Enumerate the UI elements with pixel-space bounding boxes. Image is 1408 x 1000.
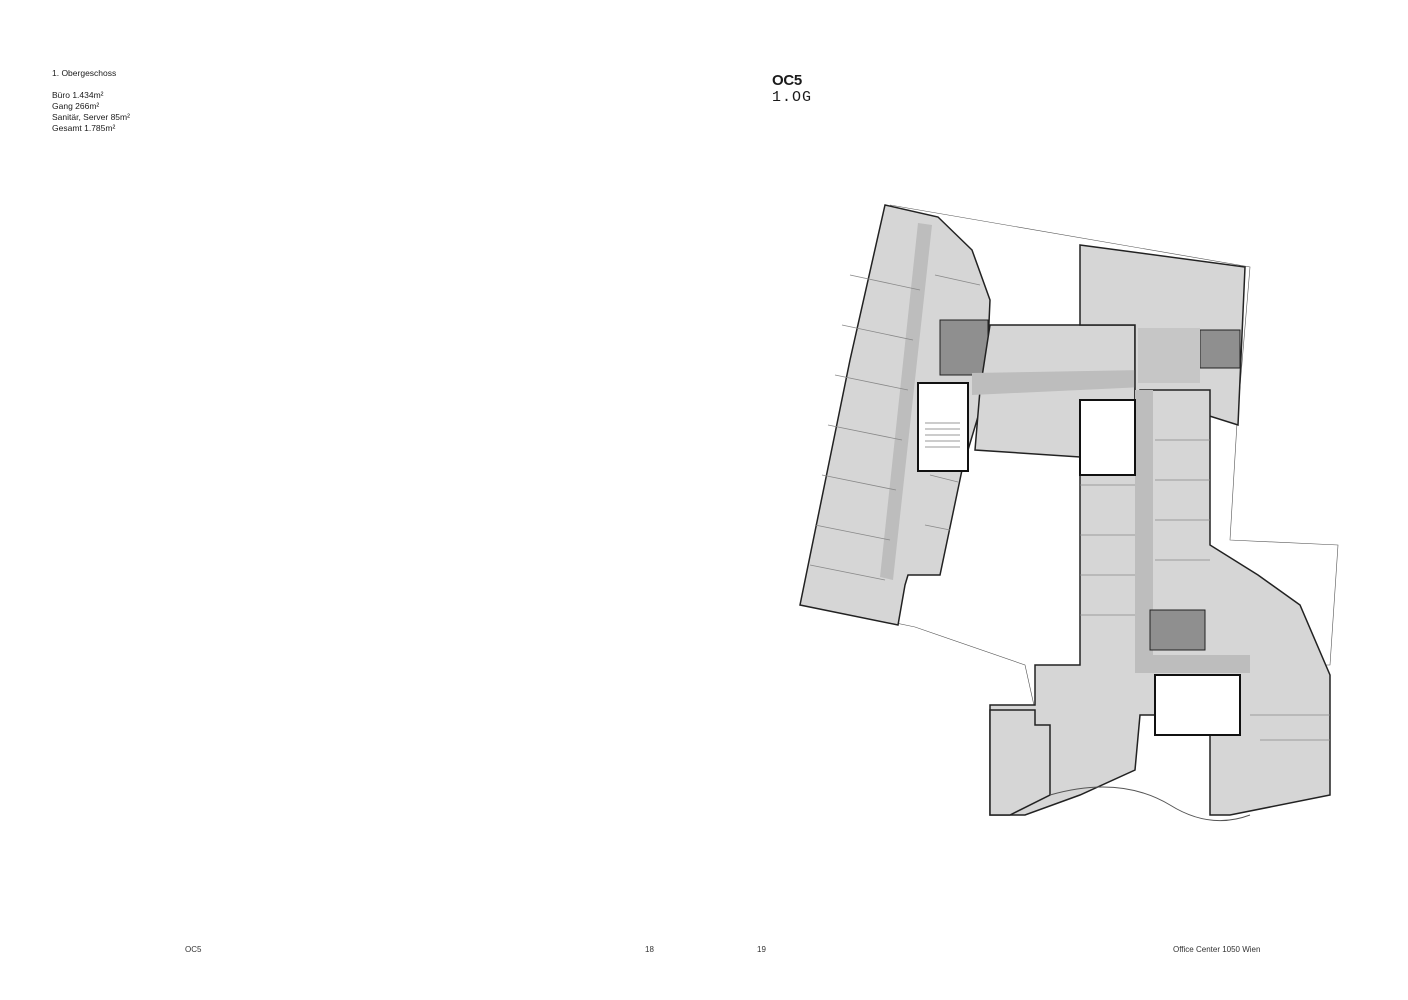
south-stair-core bbox=[1154, 674, 1241, 736]
floor-code: 1.OG bbox=[772, 89, 813, 106]
west-partitions bbox=[809, 274, 981, 581]
southwest-annex bbox=[989, 709, 1051, 816]
central-sanitary bbox=[1149, 609, 1206, 651]
plan-title: OC5 1.OG bbox=[772, 72, 812, 107]
area-total: Gesamt 1.785m² bbox=[52, 123, 116, 133]
northeast-corridor bbox=[1138, 328, 1200, 383]
building-code: OC5 bbox=[772, 72, 802, 89]
page-number-right: 19 bbox=[757, 945, 766, 954]
west-stairs bbox=[925, 422, 960, 448]
page-number-left: 18 bbox=[645, 945, 654, 954]
floor-plan bbox=[799, 204, 1339, 822]
northeast-sanitary bbox=[1199, 329, 1241, 369]
footer-right-label: Office Center 1050 Wien bbox=[1173, 945, 1261, 954]
central-lower-corridor bbox=[1135, 655, 1250, 673]
site-boundary bbox=[889, 204, 1339, 666]
area-office: Büro 1.434m² bbox=[52, 90, 104, 100]
area-legend: 1. Obergeschoss Büro 1.434m² Gang 266m² … bbox=[52, 68, 130, 134]
floor-heading: 1. Obergeschoss bbox=[52, 68, 117, 78]
central-corridor bbox=[1135, 390, 1153, 660]
west-corridor bbox=[880, 223, 932, 580]
west-stair-core bbox=[917, 382, 969, 472]
area-corridor: Gang 266m² bbox=[52, 101, 100, 111]
site-boundary-lower bbox=[799, 602, 1036, 711]
link-corridor bbox=[972, 370, 1145, 395]
south-terrace bbox=[1049, 786, 1251, 822]
west-wing bbox=[799, 204, 991, 626]
central-partitions bbox=[1080, 439, 1330, 741]
west-sanitary-core bbox=[939, 319, 989, 376]
central-wing bbox=[989, 389, 1331, 816]
footer-left-label: OC5 bbox=[185, 945, 202, 954]
central-stair-core bbox=[1079, 399, 1136, 476]
area-sanitary-server: Sanitär, Server 85m² bbox=[52, 112, 130, 122]
